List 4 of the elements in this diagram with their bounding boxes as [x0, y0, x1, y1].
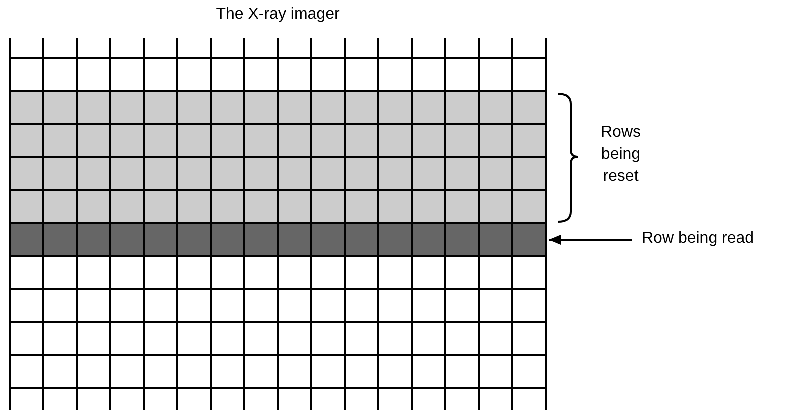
arrow [549, 235, 632, 245]
title: The X-ray imager [215, 6, 341, 24]
row-label: Row being read [642, 230, 754, 248]
bracket-label: Rows being reset [600, 123, 642, 187]
